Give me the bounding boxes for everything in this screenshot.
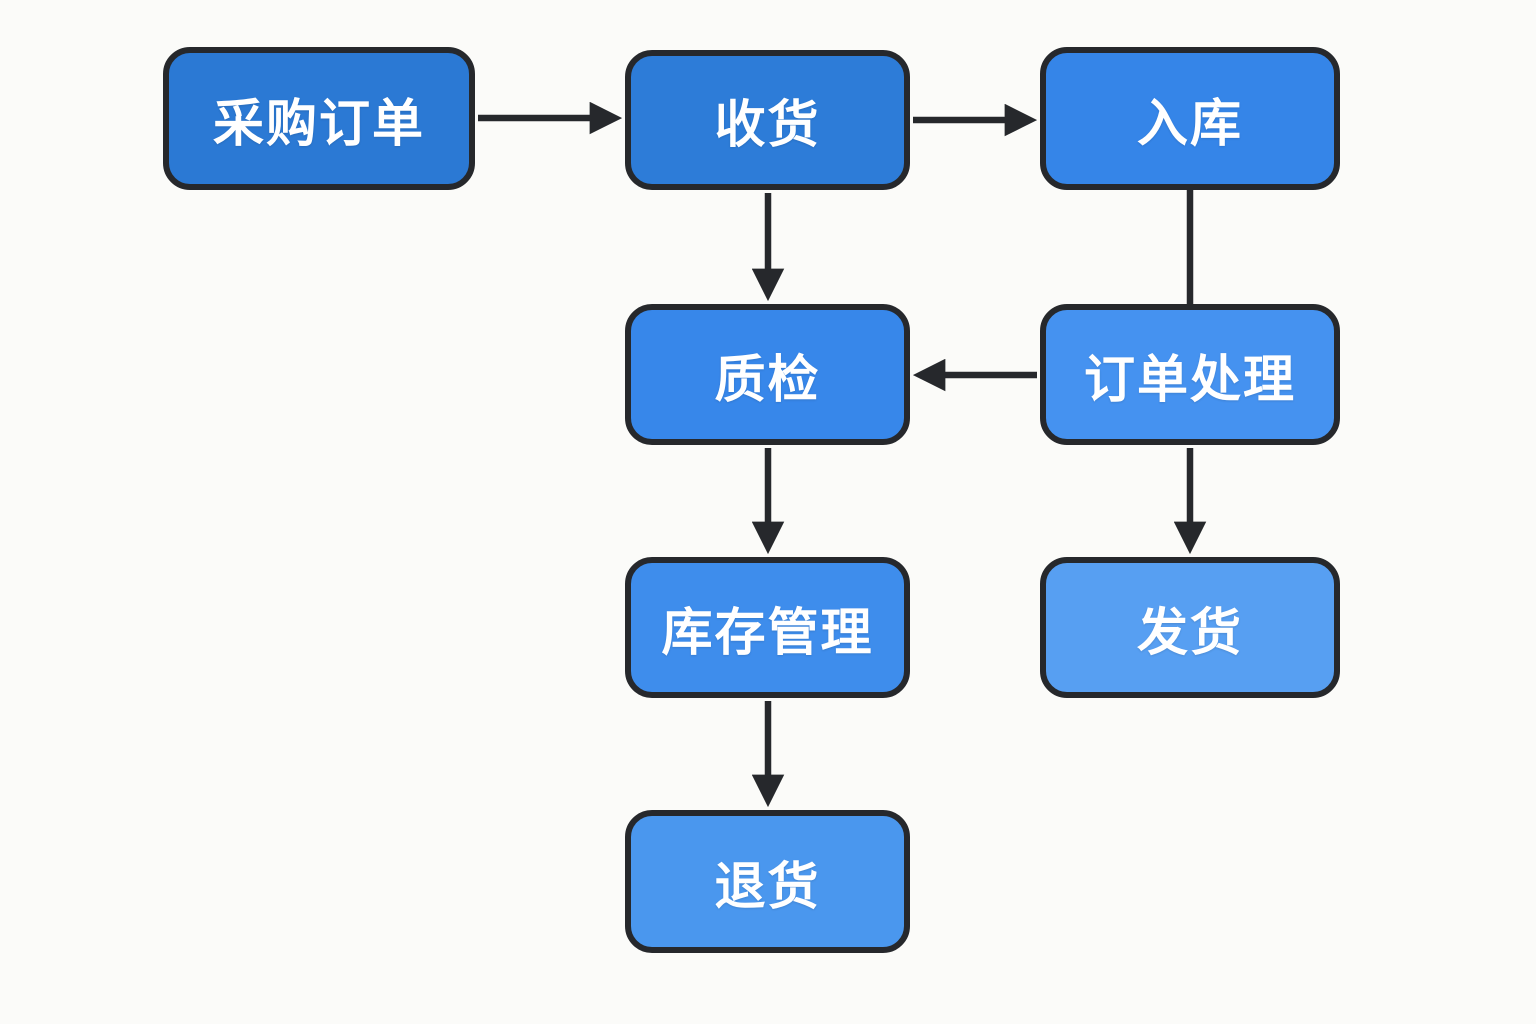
node-order-processing-label: 订单处理 — [1083, 350, 1296, 408]
node-shipping: 发货 — [1040, 557, 1340, 698]
node-warehousing: 入库 — [1040, 47, 1340, 190]
node-returns-label: 退货 — [714, 857, 821, 915]
node-receiving: 收货 — [625, 50, 910, 190]
node-returns: 退货 — [625, 810, 910, 953]
node-inventory-management: 库存管理 — [625, 557, 910, 698]
node-receiving-label: 收货 — [714, 96, 821, 153]
node-purchase-order: 采购订单 — [163, 47, 475, 190]
node-order-processing: 订单处理 — [1040, 304, 1340, 445]
node-inventory-management-label: 库存管理 — [661, 603, 874, 661]
node-shipping-label: 发货 — [1136, 603, 1243, 661]
node-quality-check-label: 质检 — [714, 350, 821, 408]
node-quality-check: 质检 — [625, 304, 910, 445]
node-purchase-order-label: 采购订单 — [212, 94, 425, 152]
node-warehousing-label: 入库 — [1136, 94, 1243, 152]
